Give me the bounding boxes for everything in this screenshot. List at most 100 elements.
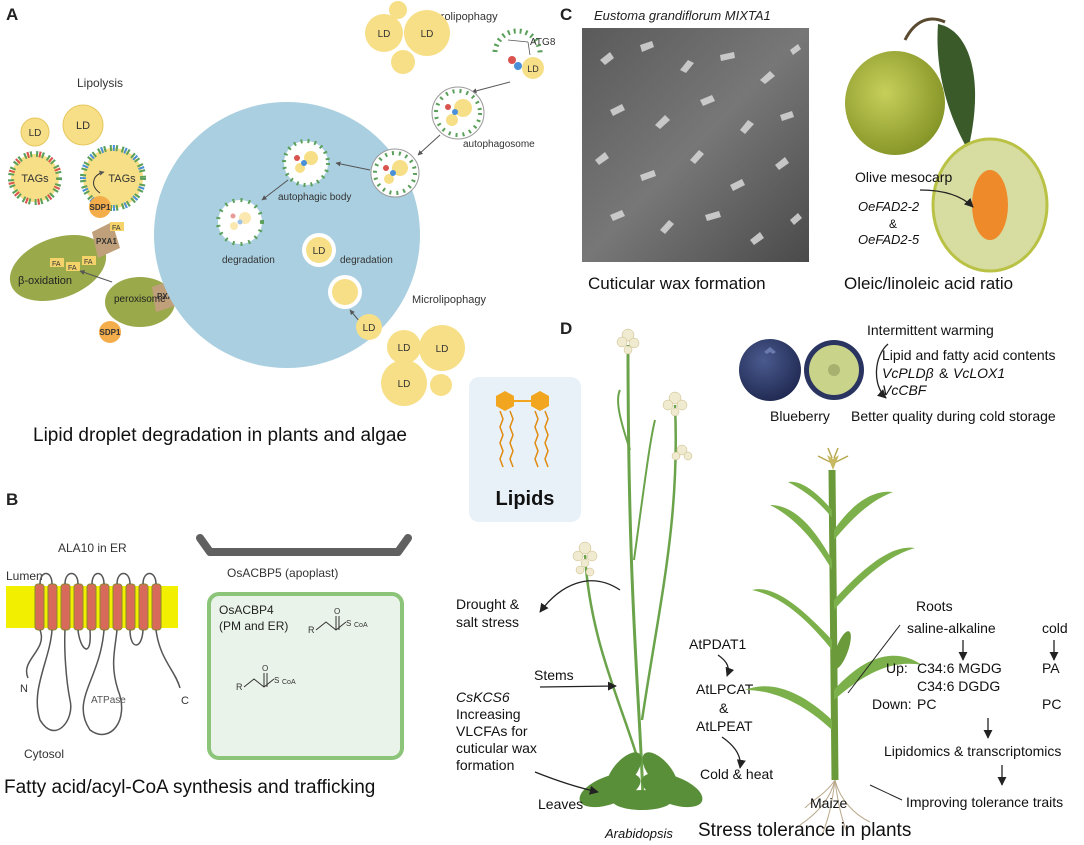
- roots-label: Roots: [916, 598, 953, 614]
- transmembrane-helices: [34, 583, 162, 631]
- sdp1-label: SDP1: [90, 203, 111, 212]
- autophagic-body: [282, 139, 330, 187]
- arabidopsis-plant: [572, 328, 703, 810]
- svg-text:LD: LD: [313, 246, 326, 257]
- oefad2-2-label: OeFAD2-2: [858, 199, 920, 214]
- osacbp5-label: OsACBP5 (apoplast): [227, 566, 338, 580]
- c-terminus: C: [181, 695, 189, 707]
- improving-label: Improving tolerance traits: [906, 794, 1063, 810]
- panel-a-caption: Lipid droplet degradation in plants and …: [33, 425, 407, 446]
- atg8-label: ATG8: [530, 37, 556, 48]
- lipidomics-label: Lipidomics & transcriptomics: [884, 743, 1061, 759]
- leaves-label: Leaves: [538, 796, 583, 812]
- cold-heat-label: Cold & heat: [700, 766, 773, 782]
- salt-stress-label: salt stress: [456, 614, 519, 630]
- maize-plant: [745, 447, 922, 836]
- lipid-bilayer-icon: [496, 391, 549, 468]
- cold-label: cold: [1042, 620, 1068, 636]
- mixta1-title: Eustoma grandiflorum MIXTA1: [594, 8, 771, 23]
- svg-text:LD: LD: [436, 344, 449, 355]
- panel-d: D Lipids: [456, 319, 1068, 841]
- cold-heat-arrow: [721, 736, 746, 769]
- panel-b: B ALA10 in ER Lumen N C ATPase Cytosol O…: [4, 490, 412, 798]
- blueberry-whole: [739, 339, 801, 401]
- svg-text:R: R: [308, 625, 315, 635]
- svg-text:FA: FA: [68, 265, 77, 272]
- svg-text:R: R: [236, 682, 243, 692]
- dgdg-label: C34:6 DGDG: [917, 678, 1000, 694]
- cuticular-wax-caption: Cuticular wax formation: [588, 274, 766, 293]
- lipolysis-label: Lipolysis: [77, 76, 123, 90]
- lipids-label: Lipids: [496, 488, 555, 510]
- saline-label: saline-alkaline: [907, 620, 996, 636]
- ld-label: LD: [76, 120, 90, 132]
- increasing-label: Increasing: [456, 706, 521, 722]
- ld-medium: LD: [62, 104, 104, 146]
- beta-oxidation-label: β-oxidation: [18, 275, 72, 287]
- svg-text:CoA: CoA: [354, 622, 368, 629]
- osacbp4-cell: [207, 592, 404, 760]
- panel-c-letter: C: [560, 5, 572, 24]
- microlipophagy-label: Microlipophagy: [412, 294, 486, 306]
- leaves-arrow: [534, 771, 599, 795]
- tags-droplet-left: TAGs: [8, 151, 62, 205]
- blueberry-crown: [764, 347, 776, 354]
- down-label: Down:: [872, 696, 912, 712]
- olive-mesocarp-label: Olive mesocarp: [855, 169, 952, 185]
- blueberry-core: [828, 364, 840, 376]
- peroxisome-label: peroxisome: [114, 294, 166, 305]
- ld-label: LD: [29, 128, 42, 139]
- cskcs6-label: CsKCS6: [456, 689, 510, 705]
- degradation-label-macro: degradation: [222, 255, 275, 266]
- lumen-label: Lumen: [6, 569, 43, 583]
- svg-text:O: O: [262, 664, 268, 673]
- oleic-linoleic-caption: Oleic/linoleic acid ratio: [844, 274, 1013, 293]
- macro-arrow-3: [335, 161, 371, 171]
- autophagosome: [431, 86, 485, 140]
- micro-droplet-inside: LD: [302, 233, 336, 267]
- lipids-icon-box: [469, 377, 581, 522]
- sdp1-arrow: [93, 170, 105, 194]
- atpase-label: ATPase: [91, 695, 126, 706]
- svg-text:LD: LD: [527, 64, 539, 74]
- acyl-coa-structure-2: R O S CoA: [236, 664, 296, 692]
- fa-tags: FA FA FA FA: [50, 222, 124, 272]
- maize-label: Maize: [810, 795, 848, 811]
- arabidopsis-label: Arabidopsis: [604, 826, 673, 841]
- vlcfas-label: VLCFAs for: [456, 723, 528, 739]
- svg-text:LD: LD: [421, 29, 434, 40]
- tags-droplet-right: TAGs: [80, 145, 146, 211]
- n-terminus: N: [20, 683, 28, 695]
- sdp1-label: SDP1: [100, 328, 121, 337]
- osacbp4-label: OsACBP4: [219, 603, 274, 617]
- panel-a: A Lipolysis LD LD TAGs TAGs PXA1 PXA1 SD…: [6, 1, 556, 446]
- svg-text:FA: FA: [84, 259, 93, 266]
- oefad2-5-label: OeFAD2-5: [858, 232, 920, 247]
- up-label: Up:: [886, 660, 908, 676]
- cytosol-label: Cytosol: [24, 747, 64, 761]
- panel-d-caption: Stress tolerance in plants: [698, 820, 911, 841]
- intermittent-arrow: [875, 343, 889, 399]
- svg-text:S: S: [274, 676, 279, 685]
- stems-label: Stems: [534, 667, 574, 683]
- svg-text:CoA: CoA: [282, 679, 296, 686]
- oefad-amp: &: [889, 217, 897, 231]
- formation-label: formation: [456, 757, 514, 773]
- autophagosome-fusing: [370, 148, 420, 198]
- panel-b-letter: B: [6, 490, 18, 509]
- panel-c: C Eustoma grandiflorum MIXTA1: [560, 5, 1049, 293]
- pc-label-left: PC: [917, 696, 936, 712]
- mgdg-label: C34:6 MGDG: [917, 660, 1002, 676]
- atlpcat-label: AtLPCAT: [696, 681, 754, 697]
- degradation-body: [216, 198, 264, 246]
- drought-label: Drought &: [456, 596, 520, 612]
- tags-label: TAGs: [108, 173, 136, 185]
- pxa1-label: PXA1: [157, 292, 178, 301]
- mesocarp-arrow: [919, 189, 974, 208]
- vclox1-label: VcLOX1: [953, 365, 1005, 381]
- olive-leaf: [937, 24, 976, 150]
- svg-text:FA: FA: [52, 261, 61, 268]
- panel-a-letter: A: [6, 5, 18, 24]
- vc-amp: &: [939, 365, 949, 381]
- macro-arrow-4: [261, 179, 289, 201]
